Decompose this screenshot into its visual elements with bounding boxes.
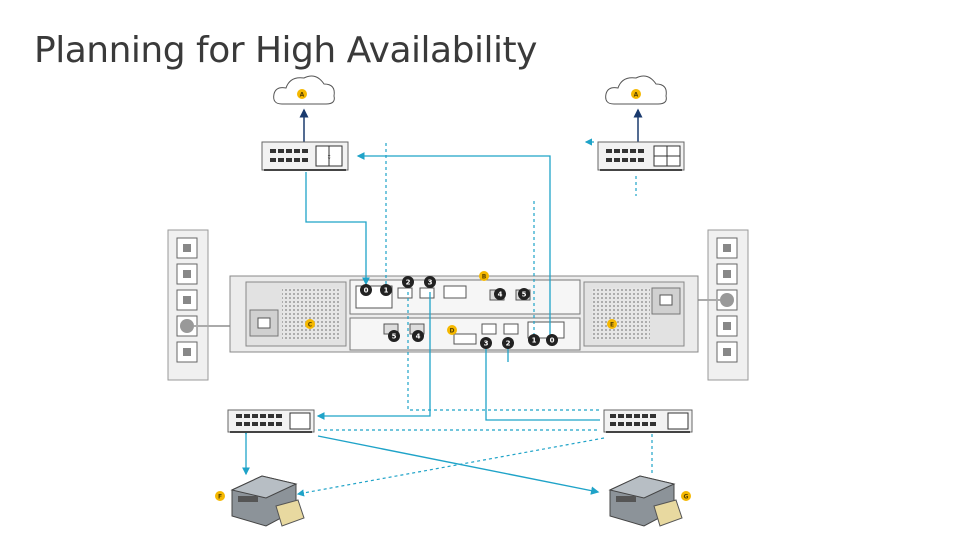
- port-badge-bottom-2: 2: [502, 337, 514, 349]
- badge-controller-top-label: B: [482, 274, 487, 281]
- port-badge-bottom-3: 3: [480, 337, 492, 349]
- badge-controller-top: B: [479, 271, 489, 281]
- link-port-0-to-switch-left: [356, 152, 551, 336]
- link-bottom-port-3: [482, 341, 600, 421]
- power-strip-right: [707, 229, 749, 381]
- badge-psu-right: E: [607, 319, 617, 329]
- port-badge-top-3: 3: [424, 276, 436, 288]
- port-label-top-5: 5: [522, 291, 527, 299]
- server-left: [230, 475, 305, 527]
- badge-cloud-right: [631, 89, 641, 99]
- port-badge-bottom-5: 5: [388, 330, 400, 342]
- badge-psu-left-label: C: [308, 322, 313, 329]
- port-label-bottom-5: 5: [392, 333, 397, 341]
- port-badge-top-0: 0: [360, 284, 372, 296]
- port-badge-bottom-0: 0: [546, 334, 558, 346]
- port-label-bottom-2: 2: [506, 340, 511, 348]
- port-label-top-3: 3: [428, 279, 433, 287]
- port-badge-bottom-1: 1: [528, 334, 540, 346]
- port-label-top-1: 1: [384, 287, 389, 295]
- cloud-left: A: [273, 75, 335, 105]
- slide-title: Planning for High Availability: [34, 30, 537, 71]
- storage-array: [229, 275, 699, 353]
- port-badge-top-1: 1: [380, 284, 392, 296]
- svg-text:↕: ↕: [326, 154, 331, 161]
- port-badge-bottom-4: 4: [412, 330, 424, 342]
- port-label-top-4: 4: [498, 291, 503, 299]
- cloud-right: A: [605, 75, 667, 105]
- top-switch-left: ↕: [261, 141, 349, 171]
- badge-cloud-right-label: A: [634, 92, 639, 99]
- badge-server-left: F: [215, 491, 225, 501]
- port-label-bottom-1: 1: [532, 337, 537, 345]
- port-label-bottom-3: 3: [484, 340, 489, 348]
- link-switch-left-to-port-0: [305, 172, 370, 286]
- port-badge-top-4: 4: [494, 288, 506, 300]
- port-label-top-2: 2: [406, 279, 411, 287]
- badge-psu-left: C: [305, 319, 315, 329]
- badge-server-left-label: F: [218, 494, 222, 501]
- link-port-3-to-lower-switch: [316, 292, 431, 420]
- port-label-top-0: 0: [364, 287, 369, 295]
- badge-server-right: G: [681, 491, 691, 501]
- link-port-2-dashed-down: [407, 292, 600, 411]
- port-badge-top-2: 2: [402, 276, 414, 288]
- badge-psu-right-label: E: [610, 322, 614, 329]
- lower-switch-right: [603, 409, 693, 433]
- port-label-bottom-4: 4: [416, 333, 421, 341]
- badge-controller-bottom: D: [447, 325, 457, 335]
- badge-cloud-left-label: A: [300, 92, 305, 99]
- link-switch-right-to-server-left: [296, 437, 605, 497]
- power-strip-left: [167, 229, 209, 381]
- badge-cloud-left: [297, 89, 307, 99]
- port-label-bottom-0: 0: [550, 337, 555, 345]
- badge-server-right-label: G: [684, 494, 689, 501]
- lower-switch-left: [227, 409, 315, 433]
- link-switch-left-to-server-right: [317, 435, 600, 495]
- server-right: [608, 475, 683, 527]
- badge-controller-bottom-label: D: [450, 328, 455, 335]
- top-switch-right: [597, 141, 685, 171]
- port-badge-top-5: 5: [518, 288, 530, 300]
